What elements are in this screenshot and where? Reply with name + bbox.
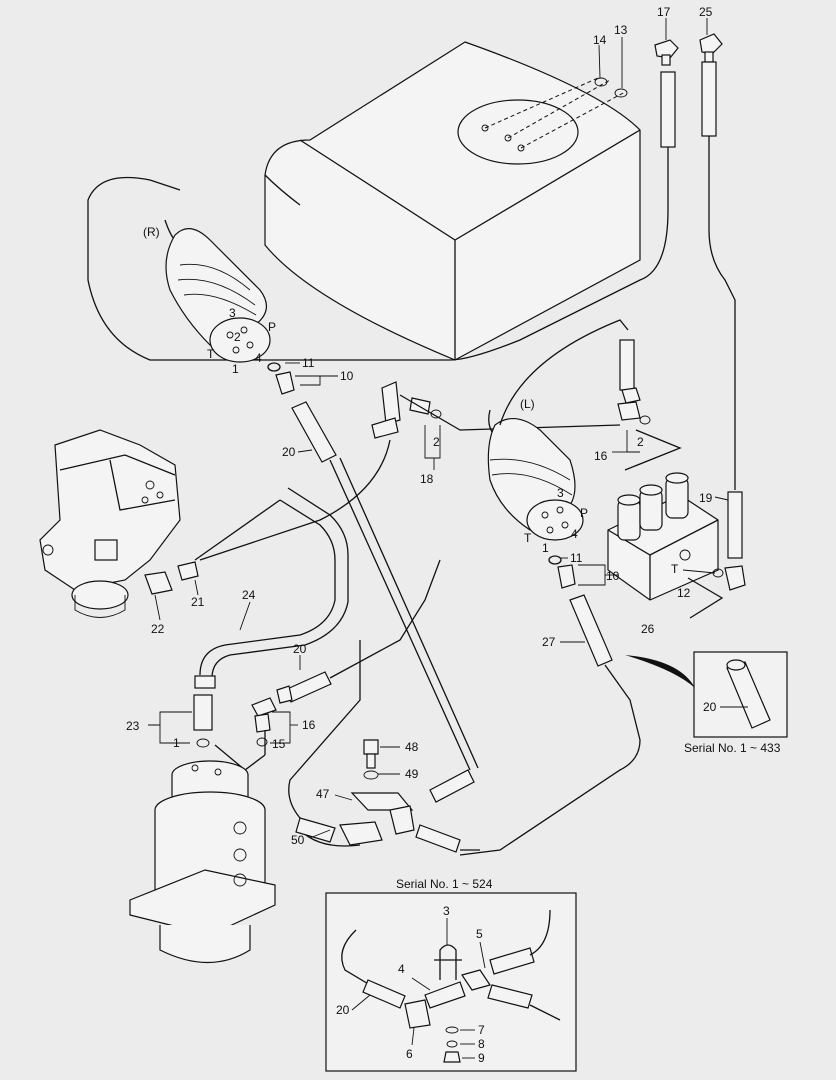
label-17: 17 xyxy=(657,5,671,19)
label-11a: 11 xyxy=(302,356,315,370)
label-10a: 10 xyxy=(340,369,354,383)
hose-24 xyxy=(194,487,349,689)
inset-label-3: 3 xyxy=(443,904,450,918)
inset-label-9: 9 xyxy=(478,1051,485,1065)
label-side-r: (R) xyxy=(143,225,160,239)
label-49: 49 xyxy=(405,767,419,781)
bracket-47 xyxy=(288,640,480,853)
top-fittings xyxy=(87,33,736,490)
label-18: 18 xyxy=(420,472,434,486)
label-l-4: 4 xyxy=(571,527,578,541)
travel-motor xyxy=(39,429,199,618)
left-joystick xyxy=(459,319,641,856)
label-48: 48 xyxy=(405,740,419,754)
inset-label-7: 7 xyxy=(478,1023,485,1037)
leader-lines xyxy=(148,362,729,1059)
hose-20-center xyxy=(291,401,479,771)
hydraulic-tank xyxy=(264,41,641,361)
label-47: 47 xyxy=(316,787,330,801)
inset-top-part-label: 20 xyxy=(703,700,717,714)
label-24: 24 xyxy=(242,588,256,602)
label-10b: 10 xyxy=(606,569,620,583)
label-23: 23 xyxy=(126,719,140,733)
label-16b: 16 xyxy=(302,718,316,732)
inset-label-4: 4 xyxy=(398,962,405,976)
label-20b: 20 xyxy=(293,642,307,656)
top-leaders xyxy=(598,18,708,88)
inset-label-20: 20 xyxy=(336,1003,350,1017)
inset-label-5: 5 xyxy=(476,927,483,941)
label-50: 50 xyxy=(291,833,305,847)
label-21: 21 xyxy=(191,595,205,609)
label-r-p: P xyxy=(268,320,276,334)
label-19: 19 xyxy=(699,491,713,505)
label-16a: 16 xyxy=(594,449,608,463)
label-26: 26 xyxy=(641,622,655,636)
label-27: 27 xyxy=(542,635,556,649)
label-l-p: P xyxy=(580,506,588,520)
hose-20-lower xyxy=(276,559,441,704)
label-15: 15 xyxy=(272,737,286,751)
label-t-valve: T xyxy=(671,562,679,576)
inset-label-8: 8 xyxy=(478,1037,485,1051)
label-20a: 20 xyxy=(282,445,296,459)
fittings-23-16 xyxy=(193,694,277,771)
label-l-3: 3 xyxy=(557,486,564,500)
label-13: 13 xyxy=(614,23,628,37)
label-l-t: T xyxy=(524,531,532,545)
inset-top-caption: Serial No. 1 ~ 433 xyxy=(684,741,781,755)
tee-fitting-18 xyxy=(199,381,621,561)
inset-bottom-caption: Serial No. 1 ~ 524 xyxy=(396,877,493,891)
fittings-16-right xyxy=(617,339,682,471)
label-1: 1 xyxy=(173,736,180,750)
swivel-joint xyxy=(129,760,361,964)
label-r-1: 1 xyxy=(232,362,239,376)
label-side-l: (L) xyxy=(520,397,535,411)
label-r-2: 2 xyxy=(234,330,241,344)
inset-label-6: 6 xyxy=(406,1047,413,1061)
label-r-3: 3 xyxy=(229,306,236,320)
label-12: 12 xyxy=(677,586,691,600)
label-11b: 11 xyxy=(570,551,583,565)
label-l-1: 1 xyxy=(542,541,549,555)
valve-block xyxy=(607,472,746,619)
label-22: 22 xyxy=(151,622,165,636)
label-25: 25 xyxy=(699,5,713,19)
label-2a: 2 xyxy=(433,435,440,449)
inset-serial-524 xyxy=(325,892,577,1072)
label-14: 14 xyxy=(593,33,607,47)
label-r-4: 4 xyxy=(255,351,262,365)
right-joystick xyxy=(164,219,295,395)
callout-labels: 14 13 17 25 (R) 3 2 P T 4 1 11 10 20 2 1… xyxy=(126,5,781,1065)
label-r-t: T xyxy=(207,347,215,361)
label-2b: 2 xyxy=(637,435,644,449)
inset-serial-433 xyxy=(625,651,788,738)
